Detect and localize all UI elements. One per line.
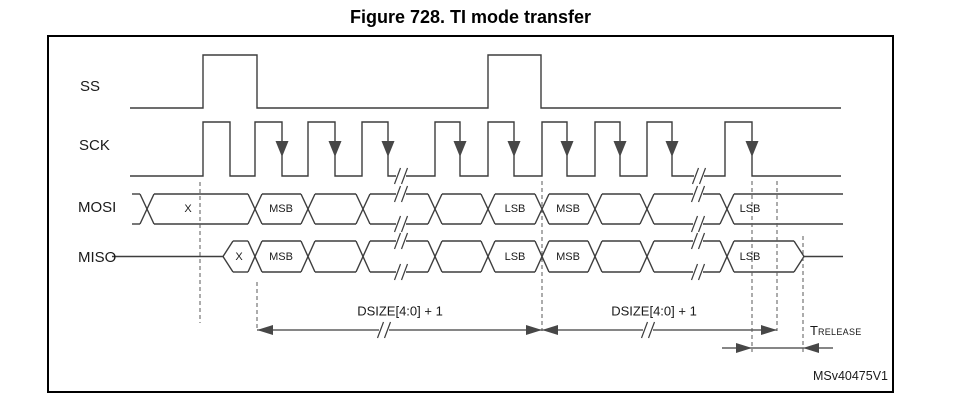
signal-label-mosi: MOSI (78, 199, 117, 216)
bus-cell-label: LSB (504, 250, 526, 263)
dimension-arrows (257, 321, 833, 353)
bus-cell-label: LSB (504, 203, 526, 215)
figure-title: Figure 728. TI mode transfer (349, 7, 592, 27)
bus-cell-label: LSB (739, 250, 761, 263)
bus-cell-label: LSB (739, 203, 761, 215)
dsize-label-1: DSIZE[4:0] + 1 (357, 303, 443, 319)
ss-waveform (130, 54, 841, 109)
bus-cell-label: MSB (269, 203, 293, 215)
signal-label-ss: SS (80, 78, 101, 95)
bus-cell-label: MSB (556, 203, 580, 215)
dsize-label-2: DSIZE[4:0] + 1 (611, 303, 697, 319)
diagram-frame-border (47, 35, 894, 393)
signal-label-sck: SCK (79, 137, 110, 154)
bus-cell-label: MSB (556, 250, 580, 263)
trelease-label-t: T (810, 323, 818, 338)
bus-cell-label: X (184, 203, 192, 215)
trelease-label: TRELEASE (810, 322, 862, 340)
miso-waveform (112, 232, 843, 281)
signal-label-miso: MISO (78, 249, 117, 266)
trelease-label-sub: RELEASE (817, 327, 862, 337)
sck-waveform (130, 121, 841, 185)
bus-cell-label: MSB (269, 250, 293, 263)
watermark-text: MSv40475V1 (812, 369, 888, 383)
dashed-guides (199, 181, 804, 352)
bus-cell-label: X (235, 250, 243, 263)
mosi-waveform (132, 185, 843, 233)
